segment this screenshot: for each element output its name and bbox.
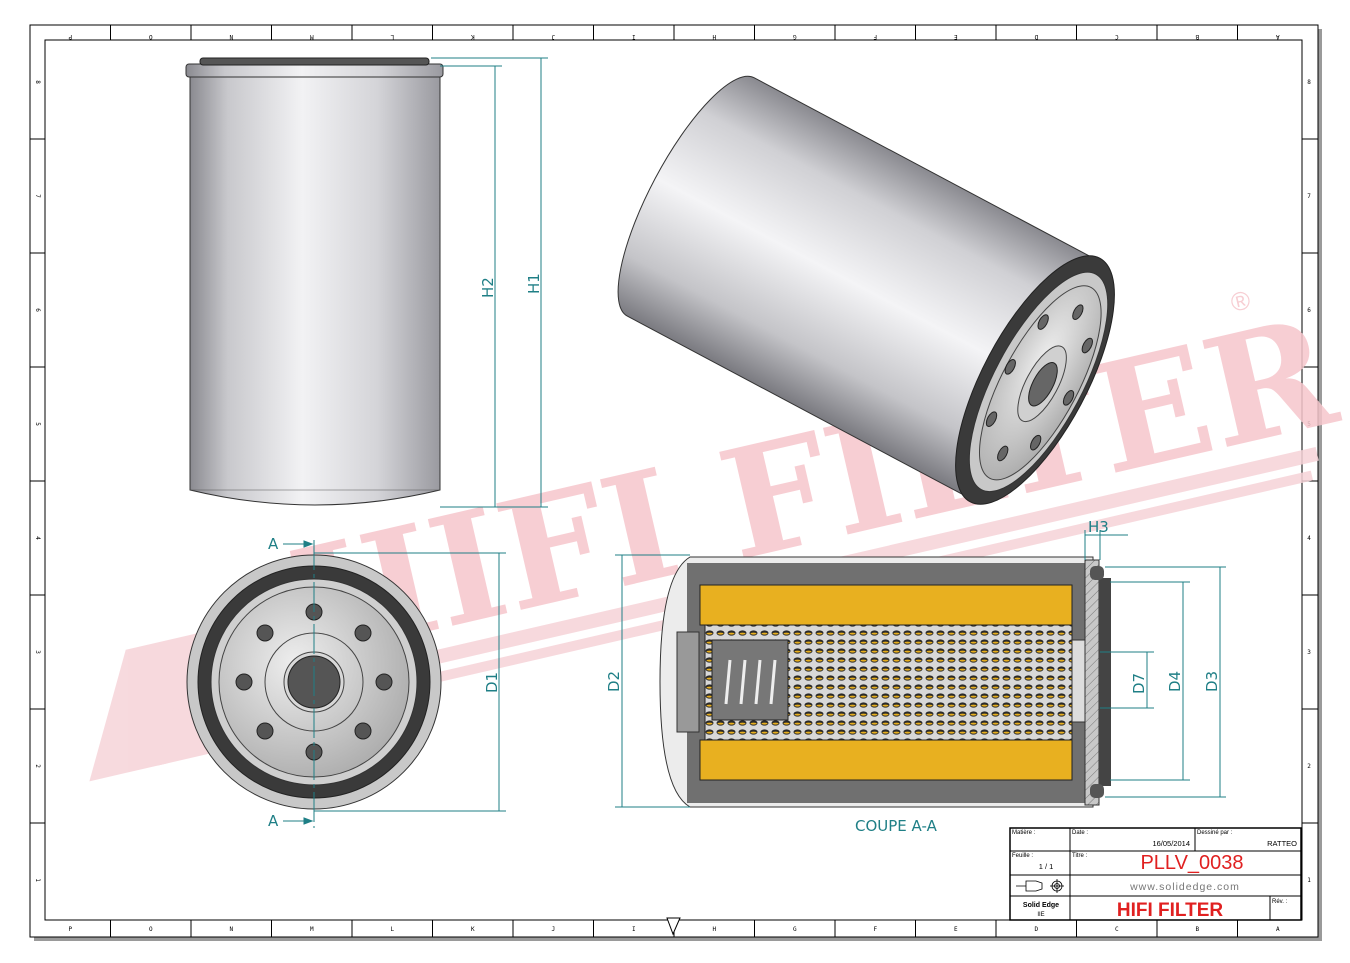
section-arrows (283, 540, 506, 825)
dimension-d3-label: D3 (1203, 671, 1221, 692)
revision-label: Rév. : (1272, 899, 1288, 905)
title-label: Titre : (1072, 853, 1087, 859)
row-label-left: 5 (34, 422, 41, 426)
row-label-left: 3 (34, 650, 41, 654)
column-label-top: H (712, 33, 716, 40)
column-label-bottom: O (149, 926, 153, 933)
column-label-bottom: K (471, 926, 475, 933)
column-label-top: K (471, 33, 475, 40)
border-ticks: P P O O N N M M L L K K J J I I H H G G F F E E D D C C B B A A 8 8 7 7 6 6 5 5… (30, 25, 1318, 937)
title-block (1009, 827, 1302, 921)
dimension-h2-label: H2 (479, 277, 497, 298)
column-label-top: L (390, 33, 394, 40)
row-label-right: 3 (1307, 649, 1311, 656)
row-label-left: 7 (34, 194, 41, 198)
column-label-bottom: H (712, 926, 716, 933)
sheet-label: Feuille : (1012, 853, 1033, 859)
date-value: 16/05/2014 (1152, 839, 1190, 848)
material-label: Matière : (1012, 830, 1036, 836)
column-label-bottom: E (954, 926, 958, 933)
column-label-bottom: M (310, 926, 314, 933)
dimension-d7-label: D7 (1130, 673, 1148, 694)
row-label-right: 2 (1307, 763, 1311, 770)
column-label-top: E (954, 33, 958, 40)
section-marker-top: A (268, 535, 279, 553)
dimension-h2 (431, 57, 548, 508)
column-label-top: C (1115, 33, 1119, 40)
row-label-right: 1 (1307, 877, 1311, 884)
projection-symbol (1016, 879, 1064, 893)
row-label-left: 2 (34, 764, 41, 768)
row-label-left: 6 (34, 308, 41, 312)
drawn-by-label: Dessiné par : (1197, 830, 1233, 836)
bottom-view (186, 540, 442, 828)
section-label: COUPE A-A (855, 817, 938, 835)
centering-mark (666, 917, 681, 936)
section-marker-bottom: A (268, 812, 279, 830)
row-label-right: 4 (1307, 535, 1311, 542)
column-label-top: A (1276, 33, 1280, 40)
column-label-bottom: A (1276, 926, 1280, 933)
column-label-bottom: F (873, 926, 877, 933)
dimension-d2-label: D2 (605, 671, 623, 692)
column-label-bottom: N (229, 926, 233, 933)
row-label-left: 8 (34, 80, 41, 84)
software-sub: IIE (1037, 912, 1044, 918)
column-label-bottom: L (390, 926, 394, 933)
column-label-top: B (1195, 33, 1199, 40)
column-label-top: N (229, 33, 233, 40)
dimension-h1-label: H1 (525, 273, 543, 294)
row-label-left: 4 (34, 536, 41, 540)
software-name: Solid Edge (1023, 902, 1059, 909)
column-label-top: P (68, 33, 72, 40)
dimension-h3-label: H3 (1088, 518, 1109, 536)
isometric-view (617, 75, 1115, 505)
dimension-d4-label: D4 (1166, 671, 1184, 692)
row-label-left: 1 (34, 878, 41, 882)
column-label-bottom: G (793, 926, 797, 933)
column-label-bottom: P (68, 926, 72, 933)
sheet-value: 1 / 1 (1039, 862, 1054, 871)
column-label-top: F (873, 33, 877, 40)
column-label-top: G (793, 33, 797, 40)
column-label-bottom: I (632, 926, 636, 933)
row-label-right: 8 (1307, 79, 1311, 86)
website: www.solidedge.com (1129, 881, 1240, 893)
drawing-title: PLLV_0038 (1140, 852, 1243, 874)
column-label-top: M (310, 33, 314, 40)
company-name: HIFI FILTER (1117, 900, 1224, 921)
column-label-bottom: D (1034, 926, 1038, 933)
column-label-bottom: C (1115, 926, 1119, 933)
column-label-top: D (1034, 33, 1038, 40)
column-label-bottom: B (1195, 926, 1199, 933)
column-label-bottom: J (551, 926, 555, 933)
drawn-by-value: RATTEO (1267, 839, 1297, 848)
section-dimensions (615, 530, 1226, 808)
column-label-top: J (551, 33, 555, 40)
dimension-d1-label: D1 (483, 672, 501, 693)
row-label-right: 6 (1307, 307, 1311, 314)
date-label: Date : (1072, 830, 1088, 836)
row-label-right: 7 (1307, 193, 1311, 200)
column-label-top: O (149, 33, 153, 40)
section-view (659, 556, 1111, 808)
column-label-top: I (632, 33, 636, 40)
row-label-right: 5 (1307, 421, 1311, 428)
front-view (185, 57, 444, 506)
